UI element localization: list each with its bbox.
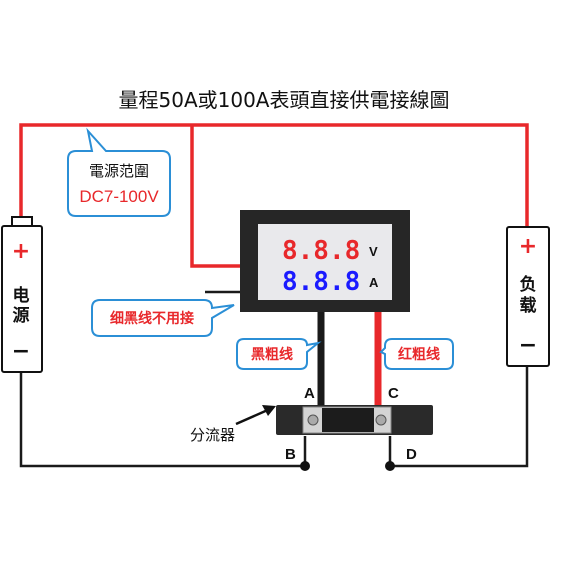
- thin-wire-note: 细黑线不用接: [110, 310, 194, 327]
- shunt-arrow-icon: [235, 405, 276, 426]
- terminal-d-dot: [385, 461, 395, 471]
- thin-wire-callout: 细黑线不用接: [91, 299, 235, 337]
- power-plus-sign: +: [12, 239, 30, 264]
- load-battery: + 负 载 −: [506, 226, 550, 367]
- power-label-line1: 电: [13, 285, 30, 306]
- load-plus-sign: +: [519, 234, 537, 259]
- terminal-c-label: C: [388, 385, 399, 402]
- black-wire-callout: 黑粗线: [236, 338, 322, 370]
- shunt: [276, 405, 433, 435]
- load-label-line1: 负: [520, 274, 537, 295]
- terminal-d-label: D: [406, 446, 417, 463]
- red-wiring: [19, 123, 529, 268]
- power-range-label: 電源范圍: [89, 162, 149, 180]
- voltage-unit: V: [369, 244, 378, 259]
- shunt-label: 分流器: [190, 426, 235, 444]
- terminal-b-label: B: [285, 446, 296, 463]
- current-display: 8.8.8: [282, 267, 360, 297]
- power-range-callout: 電源范圍 DC7-100V: [67, 127, 171, 217]
- terminal-b-dot: [300, 461, 310, 471]
- load-minus-sign: −: [519, 333, 537, 358]
- voltage-display: 8.8.8: [282, 236, 360, 266]
- diagram-title: 量程50A或100A表頭直接供電接線圖: [119, 88, 450, 112]
- red-wire-label: 红粗线: [398, 346, 440, 363]
- power-label-line2: 源: [13, 305, 30, 326]
- black-wire-label: 黑粗线: [251, 346, 293, 363]
- power-minus-sign: −: [12, 339, 30, 364]
- power-supply-battery: + 电 源 −: [1, 216, 43, 373]
- current-unit: A: [369, 275, 379, 290]
- load-label-line2: 载: [520, 295, 537, 316]
- black-wiring: [19, 290, 529, 468]
- panel-meter: 8.8.8 V 8.8.8 A: [240, 210, 410, 312]
- power-range-value: DC7-100V: [79, 187, 159, 206]
- terminal-a-label: A: [304, 385, 315, 402]
- red-wire-callout: 红粗线: [379, 338, 454, 370]
